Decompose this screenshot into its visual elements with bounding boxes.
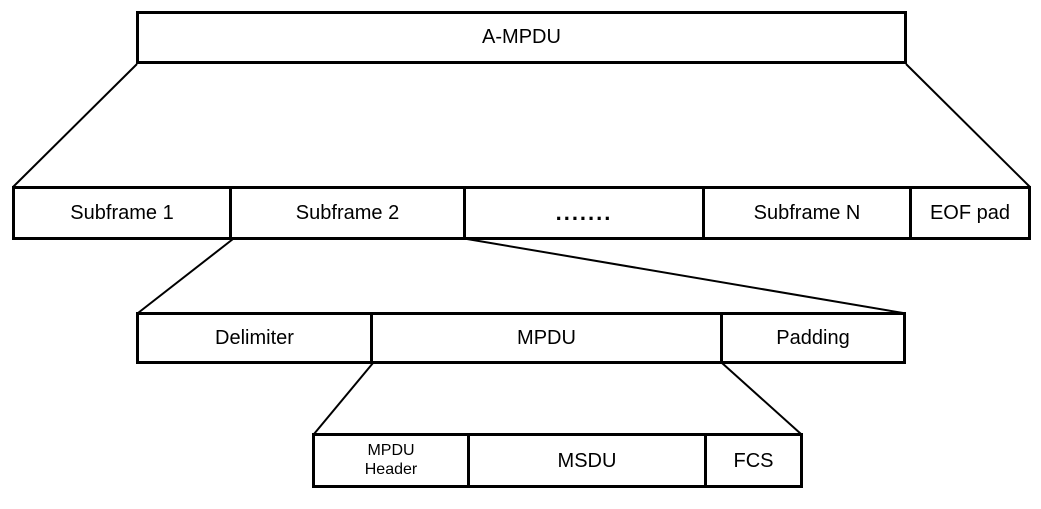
expand-line-mpdu-left xyxy=(313,362,374,435)
subframe-detail-row: Delimiter MPDU Padding xyxy=(136,312,906,364)
subframe-1-cell: Subframe 1 xyxy=(15,189,232,237)
mpdu-detail-row: MPDU Header MSDU FCS xyxy=(312,433,803,488)
msdu-cell: MSDU xyxy=(470,436,707,485)
mpdu-cell: MPDU xyxy=(373,315,723,361)
expand-line-ampdu-left xyxy=(12,63,138,188)
ampdu-label: A-MPDU xyxy=(482,26,561,48)
expand-line-mpdu-right xyxy=(721,362,802,435)
eof-pad-cell: EOF pad xyxy=(929,202,1011,224)
expand-line-ampdu-right xyxy=(905,63,1031,188)
subframe-2-cell: Subframe 2 xyxy=(232,189,466,237)
mpdu-header-cell: MPDU Header xyxy=(315,436,470,485)
expand-line-subframe2-left xyxy=(137,238,234,314)
ampdu-box: A-MPDU xyxy=(136,11,907,64)
fcs-cell: FCS xyxy=(733,449,774,472)
subframes-row: Subframe 1 Subframe 2 ....... Subframe N… xyxy=(12,186,1031,240)
expand-line-subframe2-right xyxy=(466,238,904,314)
subframe-ellipsis-cell: ....... xyxy=(466,189,705,237)
padding-cell: Padding xyxy=(776,327,850,349)
delimiter-cell: Delimiter xyxy=(139,315,373,361)
subframe-n-cell: Subframe N xyxy=(705,189,912,237)
